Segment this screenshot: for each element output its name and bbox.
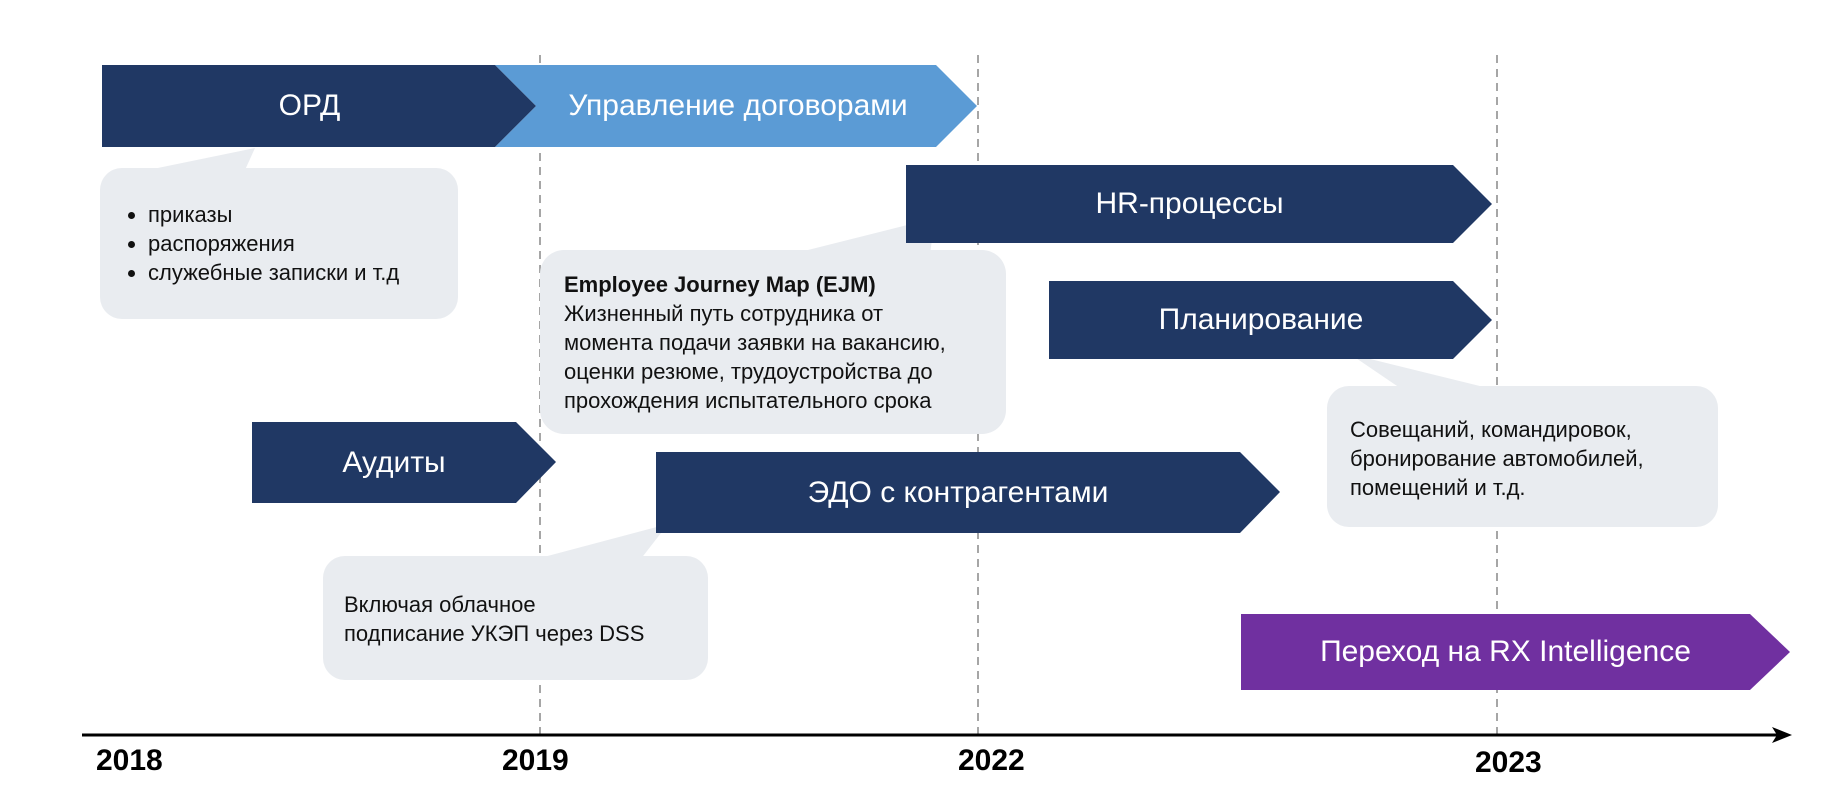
year-label-2022: 2022	[958, 744, 1025, 777]
note-planning-line: помещений и т.д.	[1350, 475, 1526, 500]
year-label-2019: 2019	[502, 744, 569, 777]
arrow-contracts-shape	[495, 65, 977, 147]
arrow-ord-label: ОРД	[278, 89, 341, 122]
note-ejm-line: прохождения испытательного срока	[564, 388, 932, 413]
note-ord: приказы распоряжения служебные записки и…	[122, 200, 399, 287]
arrow-audits-label: Аудиты	[342, 445, 446, 479]
callout-ord	[100, 148, 458, 319]
arrow-hr: HR-процессы	[906, 165, 1473, 243]
arrow-planning: Планирование	[1049, 281, 1473, 359]
callout-ejm	[540, 218, 1006, 434]
arrow-ord-shape	[102, 65, 536, 147]
arrow-edo-label: ЭДО с контрагентами	[807, 475, 1109, 509]
note-ejm: Employee Journey Map (EJM) Жизненный пут…	[564, 270, 946, 415]
arrow-contracts-label: Управление договорами	[568, 89, 908, 122]
note-ejm-title: Employee Journey Map (EJM)	[564, 272, 876, 297]
note-ejm-line: Жизненный путь сотрудника от	[564, 301, 884, 326]
arrow-audits-shape	[252, 422, 556, 503]
note-edo-line: Включая облачное	[344, 592, 536, 617]
arrow-rx-label: Переход на RX Intelligence	[1320, 635, 1691, 668]
arrow-hr-shape	[906, 165, 1492, 243]
arrow-ord: ОРД	[102, 65, 517, 147]
arrow-rx: Переход на RX Intelligence	[1241, 614, 1770, 690]
arrow-edo-shape	[656, 452, 1280, 533]
list-item: служебные записки и т.д	[148, 258, 399, 287]
arrow-hr-label: HR-процессы	[1095, 187, 1284, 220]
callout-planning	[1327, 354, 1718, 527]
callout-edo	[323, 524, 708, 680]
arrow-planning-shape	[1049, 281, 1492, 359]
list-item: распоряжения	[148, 229, 399, 258]
year-label-2018: 2018	[96, 744, 163, 777]
note-ord-list: приказы распоряжения служебные записки и…	[122, 200, 399, 287]
arrow-audits: Аудиты	[252, 422, 536, 503]
arrow-contracts: Управление договорами	[528, 65, 948, 147]
note-planning-line: бронирование автомобилей,	[1350, 446, 1644, 471]
note-edo-line: подписание УКЭП через DSS	[344, 621, 645, 646]
year-label-2023: 2023	[1475, 746, 1542, 779]
arrow-planning-label: Планирование	[1158, 303, 1364, 336]
note-edo: Включая облачное подписание УКЭП через D…	[344, 590, 644, 648]
note-planning: Совещаний, командировок, бронирование ав…	[1350, 415, 1644, 502]
list-item: приказы	[148, 200, 399, 229]
arrow-edo: ЭДО с контрагентами	[656, 452, 1260, 533]
note-ejm-line: оценки резюме, трудоустройства до	[564, 359, 933, 384]
note-planning-line: Совещаний, командировок,	[1350, 417, 1632, 442]
note-ejm-line: момента подачи заявки на вакансию,	[564, 330, 946, 355]
arrow-rx-shape	[1241, 614, 1790, 690]
timeline-arrowhead	[1772, 727, 1792, 743]
